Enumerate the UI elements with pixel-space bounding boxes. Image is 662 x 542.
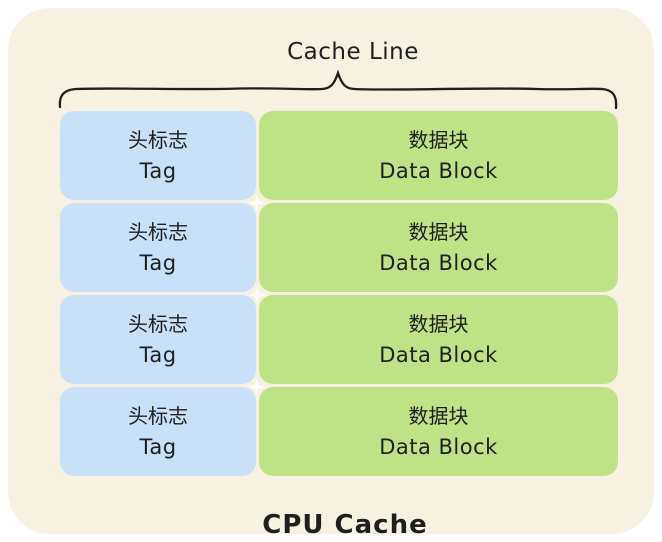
data-label-en: Data Block bbox=[379, 434, 498, 459]
curly-brace bbox=[58, 69, 618, 110]
data-block: 数据块 Data Block bbox=[259, 111, 618, 200]
cache-line-row: 头标志 Tag 数据块 Data Block bbox=[60, 387, 618, 476]
tag-block: 头标志 Tag bbox=[60, 203, 256, 292]
data-block: 数据块 Data Block bbox=[259, 295, 618, 384]
data-label-zh: 数据块 bbox=[408, 127, 469, 152]
tag-block: 头标志 Tag bbox=[60, 387, 256, 476]
cache-line-row: 头标志 Tag 数据块 Data Block bbox=[60, 111, 618, 200]
cache-line-label: Cache Line bbox=[287, 39, 419, 65]
tag-label-en: Tag bbox=[139, 342, 177, 367]
diagram-canvas: Cache Line 头标志 Tag 数据块 Data Block 头标志 Ta… bbox=[8, 8, 654, 540]
tag-block: 头标志 Tag bbox=[60, 295, 256, 384]
data-label-zh: 数据块 bbox=[408, 311, 469, 336]
tag-label-en: Tag bbox=[139, 434, 177, 459]
cache-line-row: 头标志 Tag 数据块 Data Block bbox=[60, 295, 618, 384]
data-block: 数据块 Data Block bbox=[259, 203, 618, 292]
data-label-en: Data Block bbox=[379, 342, 498, 367]
cpu-cache-caption: CPU Cache bbox=[262, 510, 428, 540]
tag-label-zh: 头标志 bbox=[128, 403, 188, 428]
data-label-zh: 数据块 bbox=[408, 403, 469, 428]
data-label-en: Data Block bbox=[379, 250, 498, 275]
cache-line-row: 头标志 Tag 数据块 Data Block bbox=[60, 203, 618, 292]
data-label-en: Data Block bbox=[379, 158, 498, 183]
data-block: 数据块 Data Block bbox=[259, 387, 618, 476]
tag-label-zh: 头标志 bbox=[128, 311, 188, 336]
tag-label-zh: 头标志 bbox=[128, 127, 188, 152]
tag-label-en: Tag bbox=[139, 250, 177, 275]
cache-rows: 头标志 Tag 数据块 Data Block 头标志 Tag 数据块 Data … bbox=[60, 111, 618, 476]
tag-label-zh: 头标志 bbox=[128, 219, 188, 244]
data-label-zh: 数据块 bbox=[408, 219, 469, 244]
tag-block: 头标志 Tag bbox=[60, 111, 256, 200]
tag-label-en: Tag bbox=[139, 158, 177, 183]
